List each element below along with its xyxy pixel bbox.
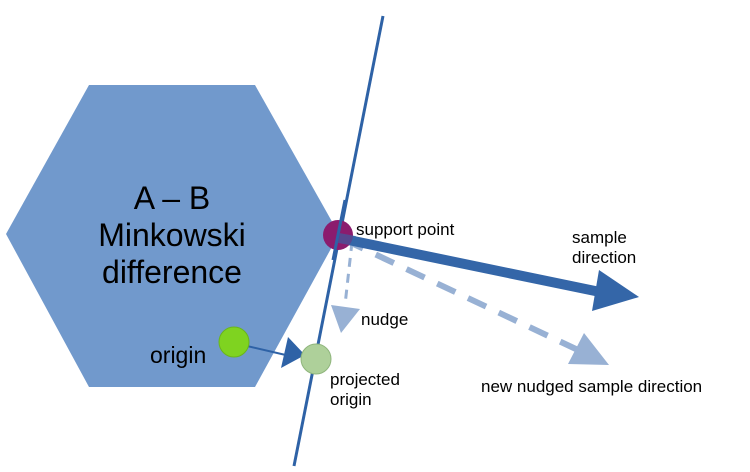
nudged-direction-shaft [343, 237, 580, 353]
projected-origin-label-line-2: origin [330, 389, 372, 409]
nudge-label: nudge [361, 310, 409, 329]
projection-arrowhead [281, 337, 305, 368]
origin-label: origin [150, 342, 207, 368]
sample-direction-label-line-1: sample [572, 228, 627, 247]
projected-origin-label-line-1: projected [330, 370, 400, 389]
projected-origin-label: projected origin [330, 370, 400, 409]
separating-line-overlay [331, 199, 347, 261]
sample-direction-label: sample direction [572, 228, 636, 267]
origin-dot [218, 326, 250, 358]
sample-shaft-overlay [338, 233, 356, 246]
projected-origin-dot [300, 343, 332, 375]
shape-title-line-2: Minkowski [98, 217, 246, 253]
new-nudged-direction-label: new nudged sample direction [481, 377, 703, 396]
shape-title: A – B Minkowski difference [84, 180, 260, 291]
sample-direction-arrowhead [592, 270, 639, 311]
minkowski-hexagon [6, 85, 339, 387]
nudged-direction-arrowhead [568, 333, 609, 365]
support-point-label: support point [356, 220, 455, 239]
sample-direction-label-line-2: direction [572, 247, 637, 267]
sample-direction-shaft [337, 233, 602, 297]
nudge-shaft [343, 241, 354, 306]
nudge-arrowhead [331, 305, 360, 333]
shape-title-line-3: difference [102, 254, 242, 290]
shape-title-line-1: A – B [133, 180, 211, 216]
